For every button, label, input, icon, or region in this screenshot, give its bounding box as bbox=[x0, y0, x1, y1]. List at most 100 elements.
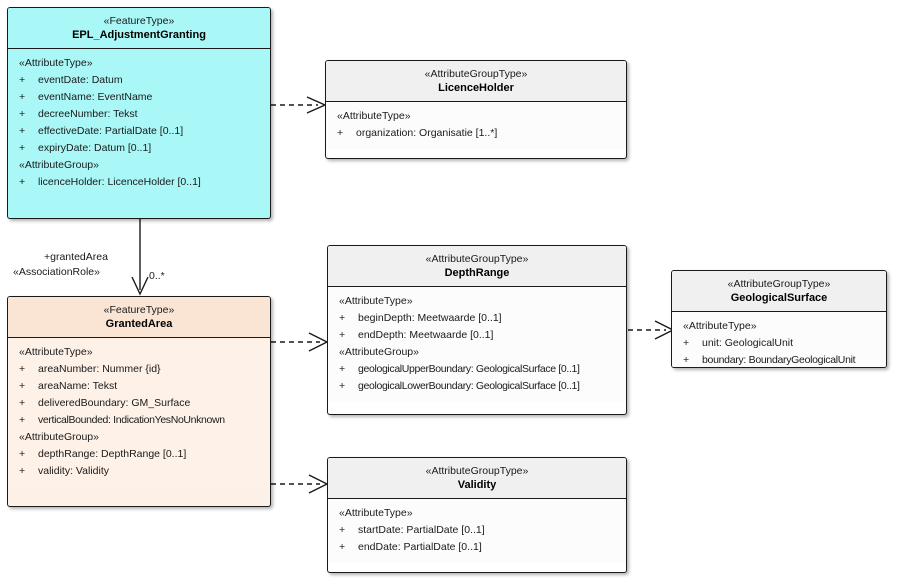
attribute-row: +depthRange: DepthRange [0..1] bbox=[8, 446, 270, 463]
attribute-visibility: + bbox=[19, 380, 26, 392]
class-box-licence-holder[interactable]: «AttributeGroupType» LicenceHolder «Attr… bbox=[325, 60, 627, 159]
attribute-text: validity: Validity bbox=[38, 465, 109, 477]
class-header-epl-adjustment-granting: «FeatureType» EPL_AdjustmentGranting bbox=[8, 8, 270, 49]
class-body-depth-range: «AttributeType» +beginDepth: Meetwaarde … bbox=[328, 287, 626, 402]
class-header-granted-area: «FeatureType» GrantedArea bbox=[8, 297, 270, 338]
connector-granted-area-to-validity bbox=[271, 474, 329, 494]
class-header-licence-holder: «AttributeGroupType» LicenceHolder bbox=[326, 61, 626, 102]
attribute-visibility: + bbox=[339, 380, 345, 392]
attribute-row: + licenceHolder: LicenceHolder [0..1] bbox=[8, 174, 270, 191]
attribute-row: + deliveredBoundary: GM_Surface bbox=[8, 395, 270, 412]
attribute-row: + effectiveDate: PartialDate [0..1] bbox=[8, 123, 270, 140]
connector-depth-range-to-geological-surface bbox=[628, 320, 675, 340]
association-role-stereotype: «AssociationRole» bbox=[13, 266, 100, 278]
class-name: DepthRange bbox=[444, 267, 510, 279]
attribute-text: licenceHolder: LicenceHolder [0..1] bbox=[38, 176, 201, 188]
attribute-row: +beginDepth: Meetwaarde [0..1] bbox=[328, 310, 626, 327]
class-stereotype: «AttributeGroupType» bbox=[424, 68, 528, 80]
class-body-validity: «AttributeType» + startDate: PartialDate … bbox=[328, 499, 626, 563]
attribute-visibility: + bbox=[19, 363, 26, 375]
attribute-row: + areaNumber: Nummer {id} bbox=[8, 361, 270, 378]
attribute-text: startDate: PartialDate [0..1] bbox=[358, 524, 485, 536]
attribute-text: deliveredBoundary: GM_Surface bbox=[38, 397, 191, 409]
section-label: «AttributeType» bbox=[19, 346, 93, 358]
attribute-text: endDepth: Meetwaarde [0..1] bbox=[358, 329, 494, 341]
attribute-text: organization: Organisatie [1..*] bbox=[356, 127, 498, 139]
section-label: «AttributeType» bbox=[683, 320, 757, 332]
attribute-visibility: + bbox=[683, 337, 690, 349]
attribute-visibility: + bbox=[339, 541, 346, 553]
class-header-depth-range: «AttributeGroupType» DepthRange bbox=[328, 246, 626, 287]
section-label: «AttributeType» bbox=[19, 57, 93, 69]
attribute-row: + startDate: PartialDate [0..1] bbox=[328, 522, 626, 539]
class-stereotype: «FeatureType» bbox=[103, 15, 175, 27]
class-box-geological-surface[interactable]: «AttributeGroupType» GeologicalSurface «… bbox=[671, 270, 887, 368]
attribute-text: unit: GeologicalUnit bbox=[702, 337, 794, 349]
class-stereotype: «FeatureType» bbox=[103, 304, 175, 316]
attribute-visibility: + bbox=[19, 142, 26, 154]
section-label: «AttributeType» bbox=[339, 507, 413, 519]
class-body-granted-area: «AttributeType» + areaNumber: Nummer {id}… bbox=[8, 338, 270, 487]
class-header-validity: «AttributeGroupType» Validity bbox=[328, 458, 626, 499]
class-box-granted-area[interactable]: «FeatureType» GrantedArea «AttributeType… bbox=[7, 296, 271, 507]
class-box-validity[interactable]: «AttributeGroupType» Validity «Attribute… bbox=[327, 457, 627, 573]
association-role-name: +grantedArea bbox=[44, 251, 108, 263]
connector-granted-area-to-depth-range bbox=[271, 332, 329, 352]
attribute-visibility: + bbox=[19, 397, 26, 409]
class-name: Validity bbox=[457, 479, 497, 491]
attribute-row: +expiryDate: Datum [0..1] bbox=[8, 140, 270, 157]
section-label: «AttributeGroup» bbox=[19, 431, 99, 443]
attribute-visibility: + bbox=[19, 465, 26, 477]
class-name: EPL_AdjustmentGranting bbox=[72, 29, 206, 41]
attribute-row: +areaName: Tekst bbox=[8, 378, 270, 395]
attribute-text: boundary: BoundaryGeologicalUnit bbox=[702, 354, 856, 366]
attribute-visibility: + bbox=[339, 329, 346, 341]
class-stereotype: «AttributeGroupType» bbox=[425, 465, 529, 477]
attribute-row: + unit: GeologicalUnit bbox=[672, 335, 886, 352]
attribute-row: + eventName: EventName bbox=[8, 89, 270, 106]
attribute-text: eventDate: Datum bbox=[38, 74, 123, 86]
attribute-text: depthRange: DepthRange [0..1] bbox=[38, 448, 187, 460]
section-label: «AttributeGroup» bbox=[339, 346, 419, 358]
attribute-row: + decreeNumber: Tekst bbox=[8, 106, 270, 123]
attribute-visibility: + bbox=[339, 524, 346, 536]
connector-granting-to-licence-holder bbox=[271, 96, 327, 114]
attribute-text: eventName: EventName bbox=[38, 91, 153, 103]
attribute-row: + geologicalUpperBoundary: GeologicalSurf… bbox=[328, 361, 626, 378]
class-stereotype: «AttributeGroupType» bbox=[727, 278, 831, 290]
class-body-geological-surface: «AttributeType» + unit: GeologicalUnit + b… bbox=[672, 312, 886, 367]
attribute-row: + endDepth: Meetwaarde [0..1] bbox=[328, 327, 626, 344]
class-name: GrantedArea bbox=[105, 318, 173, 330]
attribute-visibility: + bbox=[339, 363, 345, 375]
attribute-text: decreeNumber: Tekst bbox=[38, 108, 138, 120]
attribute-row: + verticalBounded: IndicationYesNoUnknown bbox=[8, 412, 270, 429]
attribute-text: endDate: PartialDate [0..1] bbox=[358, 541, 482, 553]
attribute-row: + geologicalLowerBoundary: GeologicalSurf… bbox=[328, 378, 626, 395]
attribute-text: geologicalLowerBoundary: GeologicalSurfa… bbox=[358, 380, 580, 392]
class-name: GeologicalSurface bbox=[730, 292, 828, 304]
section-label: «AttributeType» bbox=[339, 295, 413, 307]
association-multiplicity: 0..* bbox=[149, 270, 165, 282]
section-label: «AttributeType» bbox=[337, 110, 411, 122]
attribute-visibility: + bbox=[337, 127, 344, 139]
class-header-geological-surface: «AttributeGroupType» GeologicalSurface bbox=[672, 271, 886, 312]
attribute-row: + validity: Validity bbox=[8, 463, 270, 480]
section-label: «AttributeGroup» bbox=[19, 159, 99, 171]
attribute-visibility: + bbox=[19, 176, 26, 188]
attribute-text: areaNumber: Nummer {id} bbox=[38, 363, 161, 375]
class-body-epl-adjustment-granting: «AttributeType» + eventDate: Datum + event… bbox=[8, 49, 270, 198]
class-box-epl-adjustment-granting[interactable]: «FeatureType» EPL_AdjustmentGranting «At… bbox=[7, 7, 271, 219]
attribute-visibility: + bbox=[683, 354, 689, 366]
attribute-text: geologicalUpperBoundary: GeologicalSurfa… bbox=[358, 363, 580, 375]
connector-granting-to-granted-area bbox=[131, 219, 149, 296]
attribute-visibility: + bbox=[19, 108, 26, 120]
class-stereotype: «AttributeGroupType» bbox=[425, 253, 529, 265]
class-box-depth-range[interactable]: «AttributeGroupType» DepthRange «Attribu… bbox=[327, 245, 627, 415]
attribute-row: + organization: Organisatie [1..*] bbox=[326, 125, 626, 142]
attribute-visibility: + bbox=[19, 125, 26, 137]
attribute-visibility: + bbox=[19, 91, 26, 103]
attribute-text: effectiveDate: PartialDate [0..1] bbox=[38, 125, 184, 137]
attribute-visibility: + bbox=[19, 414, 25, 426]
attribute-text: verticalBounded: IndicationYesNoUnknown bbox=[38, 414, 225, 426]
